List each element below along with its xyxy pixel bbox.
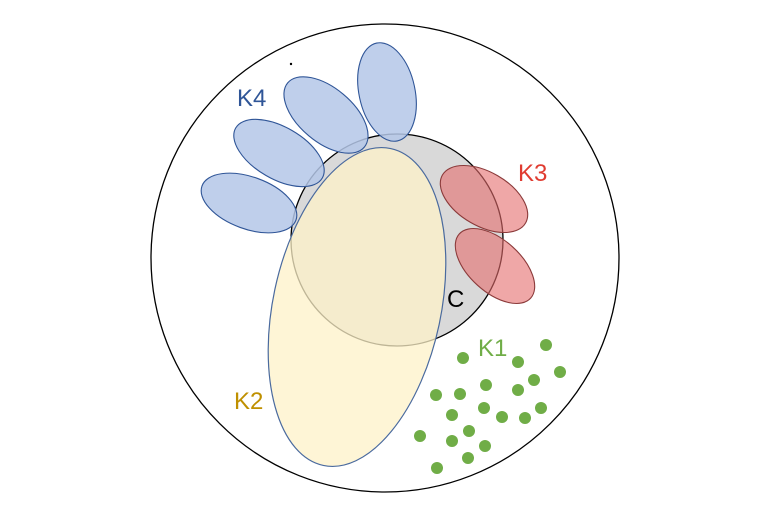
k1-point <box>512 384 524 396</box>
label-k4: K4 <box>237 85 266 112</box>
k1-point <box>454 388 466 400</box>
k1-point <box>446 435 458 447</box>
k1-point <box>463 425 475 437</box>
set-k4-ellipse-1 <box>200 172 298 234</box>
label-c: C <box>447 286 464 313</box>
k1-point <box>478 402 490 414</box>
set-k4-ellipse-4 <box>357 42 417 142</box>
k1-point <box>446 409 458 421</box>
k1-point <box>554 366 566 378</box>
set-k3-ellipse-1 <box>439 164 529 234</box>
k1-point <box>462 452 474 464</box>
k1-point <box>431 462 443 474</box>
label-k3: K3 <box>518 160 547 187</box>
label-k1: K1 <box>478 335 507 362</box>
set-k3-ellipse-2 <box>454 227 536 305</box>
k1-point <box>535 402 547 414</box>
set-k4-ellipse-3 <box>283 76 369 154</box>
k1-point <box>496 411 508 423</box>
k1-point <box>519 412 531 424</box>
set-k3-group <box>439 164 536 305</box>
set-k4-group <box>200 42 417 234</box>
k1-point <box>414 430 426 442</box>
k1-point <box>457 352 469 364</box>
set-k1-points <box>414 339 566 474</box>
k1-point <box>479 440 491 452</box>
k1-point <box>512 356 524 368</box>
k1-point <box>480 379 492 391</box>
stray-dot <box>289 62 293 66</box>
k1-point <box>430 389 442 401</box>
label-k2: K2 <box>234 388 263 415</box>
k1-point <box>528 374 540 386</box>
k1-point <box>540 339 552 351</box>
set-k2-ellipse <box>267 146 447 468</box>
set-k4-ellipse-2 <box>233 118 325 188</box>
